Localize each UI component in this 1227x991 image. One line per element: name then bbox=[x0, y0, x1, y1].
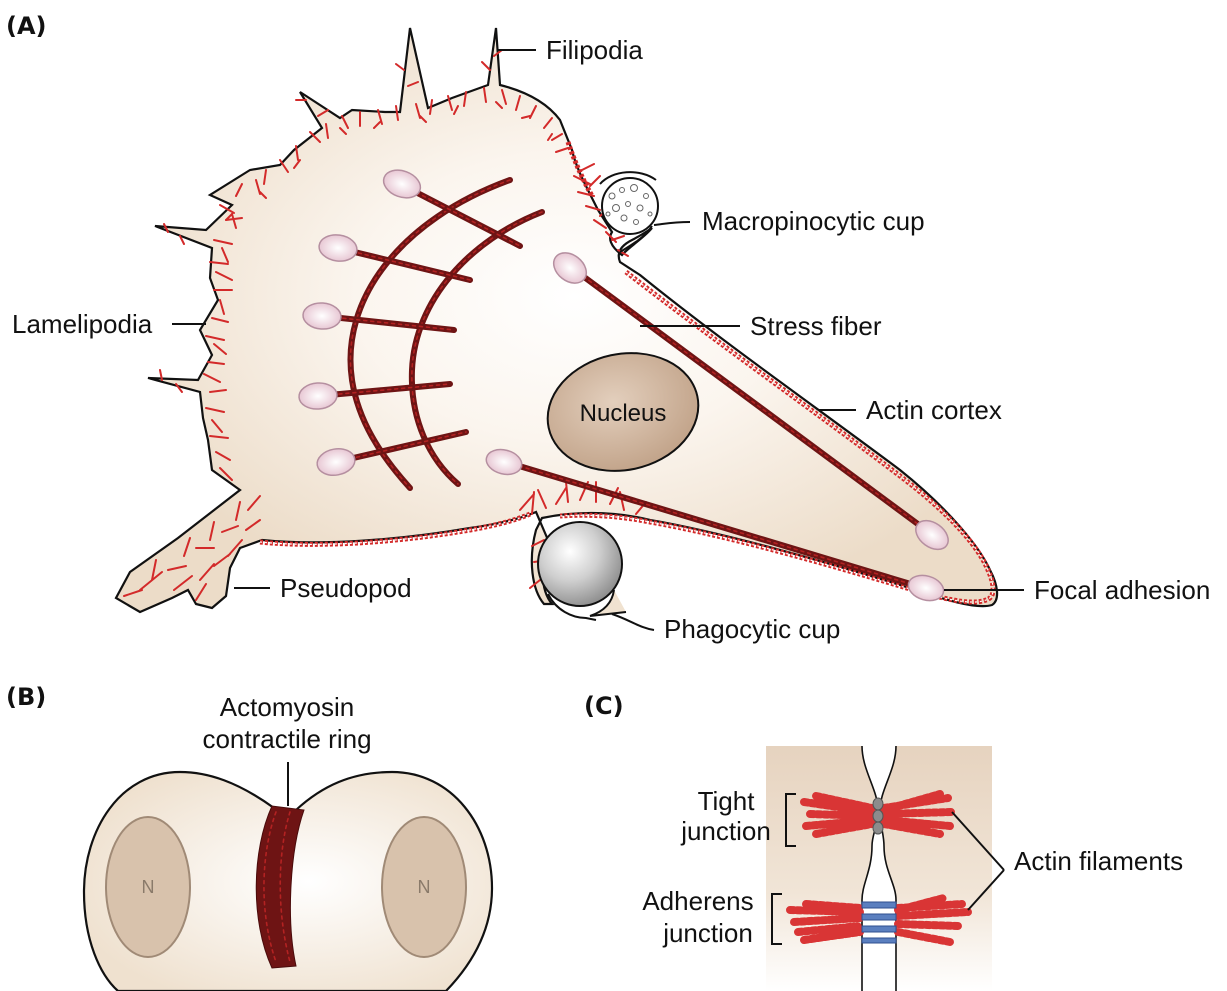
panel-c-label: (C) bbox=[584, 692, 624, 720]
nucleus-left-label: N bbox=[142, 877, 155, 897]
actin-cortex-label: Actin cortex bbox=[866, 395, 1002, 425]
nucleus-label: Nucleus bbox=[580, 400, 667, 427]
epithelial-junctions bbox=[766, 746, 992, 991]
phagocytic-cup-label: Phagocytic cup bbox=[664, 614, 840, 644]
actin-filaments-label: Actin filaments bbox=[1014, 846, 1183, 876]
tight-junction-label-line1: Tight bbox=[698, 786, 756, 816]
tight-junction-label-line2: junction bbox=[680, 816, 771, 846]
tight-junction-actin bbox=[804, 794, 952, 834]
panel-a-label: (A) bbox=[6, 12, 47, 40]
stress-fiber-label: Stress fiber bbox=[750, 311, 882, 341]
adherens-junction-label-line1: Adherens bbox=[642, 886, 753, 916]
macropinocytic-cup-label: Macropinocytic cup bbox=[702, 206, 925, 236]
lamelipodia-label: Lamelipodia bbox=[12, 309, 153, 339]
panel-b-label: (B) bbox=[6, 683, 46, 711]
contractile-ring-label-line2: contractile ring bbox=[202, 724, 371, 754]
filipodia-label: Filipodia bbox=[546, 35, 643, 65]
contractile-ring-label-line1: Actomyosin bbox=[220, 692, 354, 722]
phagocytic-particle bbox=[538, 522, 626, 620]
pseudopod-label: Pseudopod bbox=[280, 573, 412, 603]
adherens-junction-label-line2: junction bbox=[662, 918, 753, 948]
nucleus-right-label: N bbox=[418, 877, 431, 897]
focal-adhesion-label: Focal adhesion bbox=[1034, 575, 1210, 605]
